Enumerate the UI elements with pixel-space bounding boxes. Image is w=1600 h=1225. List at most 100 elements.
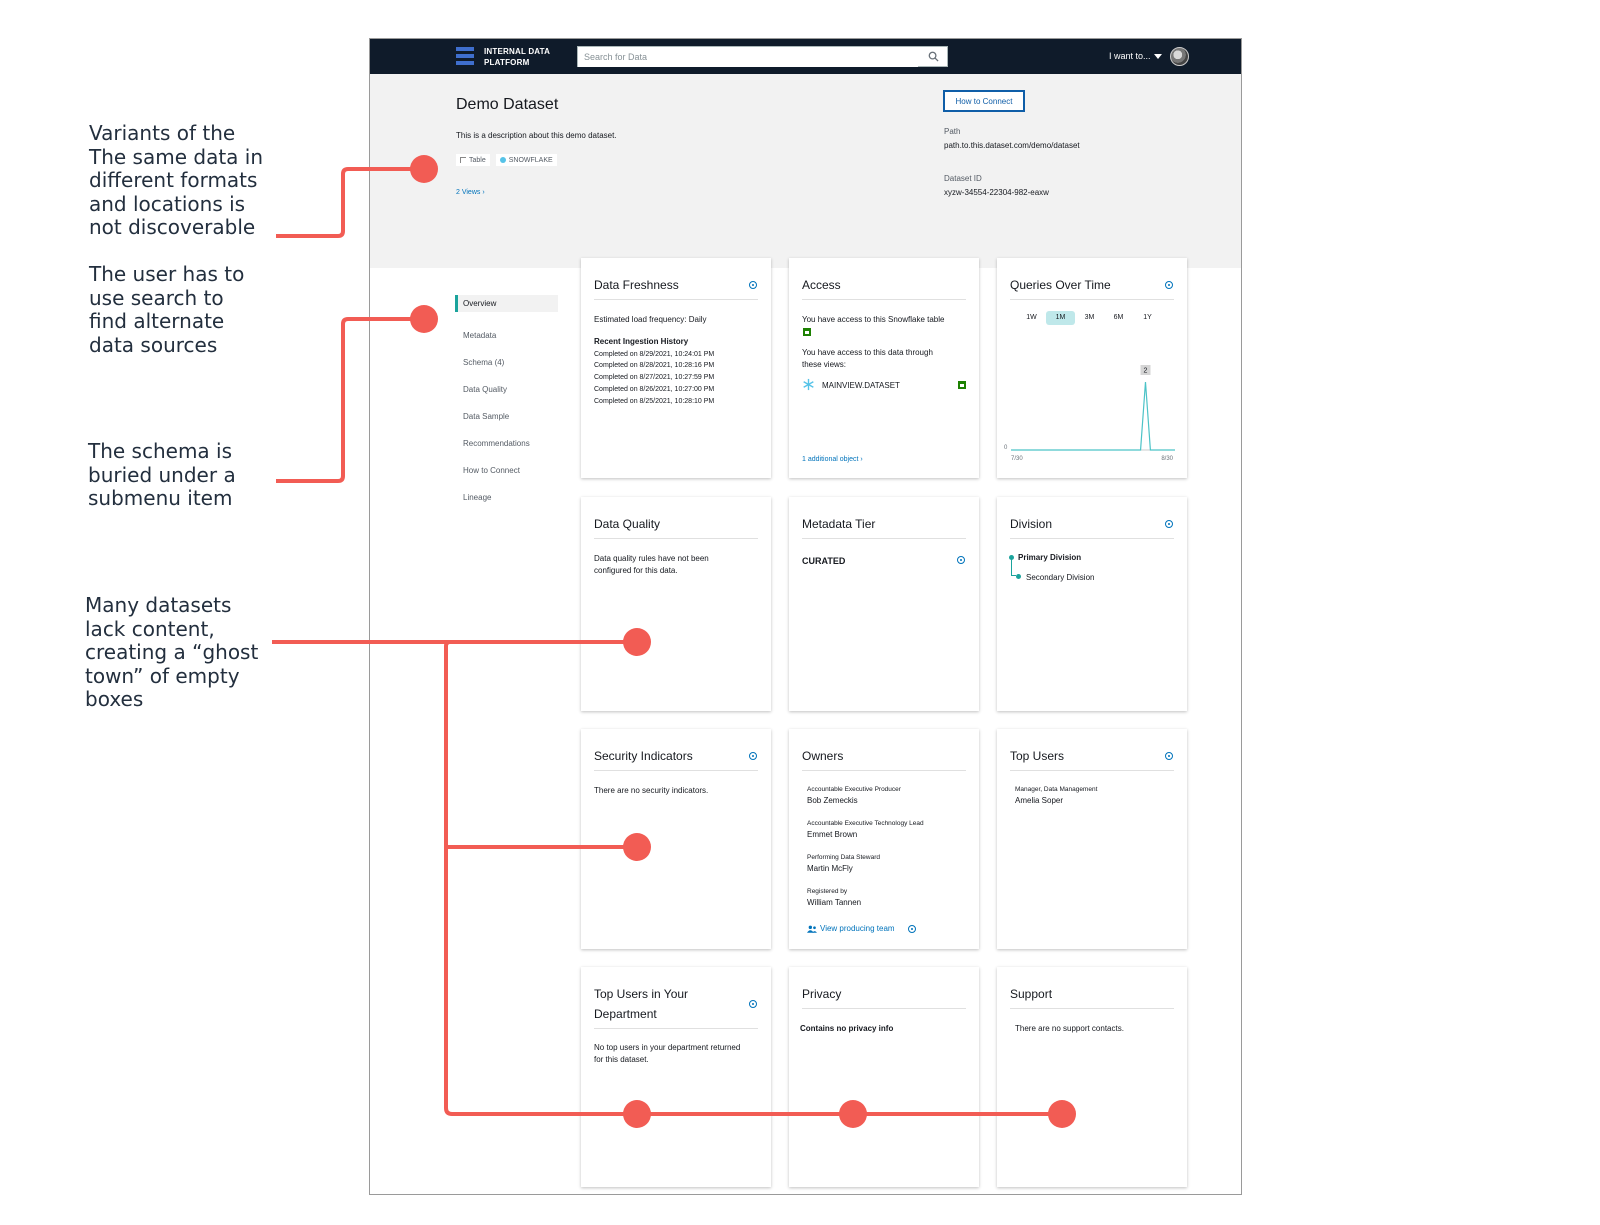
tag-snowflake[interactable]: SNOWFLAKE [495,154,557,166]
card-title: Data Freshness [594,278,679,292]
division-tree-line [1011,559,1016,576]
secondary-division: Secondary Division [1026,573,1095,582]
primary-division: Primary Division [1018,553,1082,562]
divider [1010,299,1174,300]
series-line [1011,381,1175,451]
y-tick-label: 0 [1004,445,1008,451]
dataset-header: Demo Dataset This is a description about… [370,74,1241,268]
range-1w[interactable]: 1W [1026,314,1037,321]
load-frequency: Estimated load frequency: Daily [594,315,707,324]
user-avatar[interactable] [1170,47,1189,66]
card-title: Division [1010,517,1053,531]
department-empty-text: No top users in your department returned… [594,1043,741,1064]
card-security-indicators: Security Indicators There are no securit… [581,729,771,949]
snowflake-icon [803,378,814,391]
divider [1010,1008,1174,1009]
section-nav: Overview Metadata Schema (4) Data Qualit… [455,295,558,511]
info-icon[interactable] [749,752,757,760]
table-icon [460,157,466,163]
annotation-schema: The schema is buried under a submenu ite… [88,439,236,510]
dataset-tags: Table SNOWFLAKE [456,154,557,166]
info-icon[interactable] [957,556,965,564]
owner-name[interactable]: Martin McFly [807,864,853,873]
annotation-variants: Variants of the The same data in differe… [89,121,264,239]
owner-role: Accountable Executive Technology Lead [807,820,924,827]
nav-data-quality[interactable]: Data Quality [463,385,508,394]
access-granted-icon [958,381,966,389]
range-3m[interactable]: 3M [1084,314,1095,321]
range-6m[interactable]: 6M [1113,314,1124,321]
card-title: Security Indicators [594,749,693,763]
card-owners: Owners Accountable Executive Producer Bo… [789,729,979,949]
view-producing-team-link[interactable]: View producing team [820,924,895,933]
card-privacy: Privacy Contains no privacy info [789,967,979,1187]
search-input[interactable] [578,47,918,67]
info-icon[interactable] [908,925,916,933]
history-item: Completed on 8/28/2021, 10:28:16 PM [594,362,715,369]
nav-how-to-connect[interactable]: How to Connect [463,466,520,475]
history-item: Completed on 8/25/2021, 10:28:10 PM [594,398,715,405]
owner-role: Performing Data Steward [807,854,880,861]
page-title: Demo Dataset [456,96,559,113]
quality-empty-text: Data quality rules have not been configu… [594,554,709,575]
snowflake-dot-icon [499,157,506,163]
card-top-users: Top Users Manager, Data Management Ameli… [997,729,1187,949]
info-icon[interactable] [1165,281,1173,289]
history-item: Completed on 8/26/2021, 10:27:00 PM [594,386,715,393]
nav-metadata[interactable]: Metadata [463,331,497,340]
card-access: Access You have access to this Snowflake… [789,258,979,478]
nav-lineage[interactable]: Lineage [463,493,492,502]
owner-role: Registered by [807,888,848,895]
nav-recommendations[interactable]: Recommendations [463,439,530,448]
info-icon[interactable] [1165,520,1173,528]
card-title: Queries Over Time [1010,278,1111,292]
divider [802,538,966,539]
range-1m[interactable]: 1M [1046,311,1075,325]
platform-logo-icon[interactable] [456,47,474,66]
path-label: Path [944,127,961,136]
annotation-search: The user has to use search to find alter… [89,262,245,357]
card-title: Metadata Tier [802,517,876,531]
search-icon[interactable] [928,51,939,62]
access-granted-icon [803,328,811,336]
divider [594,770,758,771]
user-role: Manager, Data Management [1015,786,1098,793]
history-title: Recent Ingestion History [594,337,689,346]
privacy-text: Contains no privacy info [800,1024,894,1033]
peak-label: 2 [1144,368,1148,375]
info-icon[interactable] [749,281,757,289]
owner-name[interactable]: Bob Zemeckis [807,796,858,805]
owner-name[interactable]: Emmet Brown [807,830,858,839]
i-want-to-menu[interactable]: I want to... [1109,51,1162,61]
card-title: Top Users [1010,749,1065,763]
view-name[interactable]: MAINVIEW.DATASET [822,381,900,390]
nav-overview[interactable]: Overview [455,295,558,312]
divider [1010,770,1174,771]
nav-data-sample[interactable]: Data Sample [463,412,510,421]
tag-table[interactable]: Table [456,154,490,166]
how-to-connect-button[interactable]: How to Connect [943,90,1025,112]
info-icon[interactable] [749,1000,757,1008]
additional-object-link[interactable]: 1 additional object › [802,456,863,463]
nav-schema[interactable]: Schema (4) [463,358,505,367]
user-name[interactable]: Amelia Soper [1015,796,1064,805]
dataset-description: This is a description about this demo da… [456,131,617,140]
annotation-ghost-town: Many datasets lack content, creating a “… [85,593,259,711]
platform-name[interactable]: INTERNAL DATA PLATFORM [484,47,551,67]
history-item: Completed on 8/27/2021, 10:27:59 PM [594,374,715,381]
views-link[interactable]: 2 Views › [456,189,485,196]
info-icon[interactable] [1165,752,1173,760]
owner-name[interactable]: William Tannen [807,898,862,907]
support-empty-text: There are no support contacts. [1015,1024,1124,1033]
divider [802,1008,966,1009]
secondary-division-dot [1016,574,1021,579]
card-data-quality: Data Quality Data quality rules have not… [581,497,771,711]
range-1y[interactable]: 1Y [1143,314,1152,321]
owner-role: Accountable Executive Producer [807,786,901,793]
card-title: Privacy [802,987,842,1001]
card-division: Division Primary Division Secondary Divi… [997,497,1187,711]
search-box [577,46,948,67]
caret-down-icon [1153,54,1162,60]
